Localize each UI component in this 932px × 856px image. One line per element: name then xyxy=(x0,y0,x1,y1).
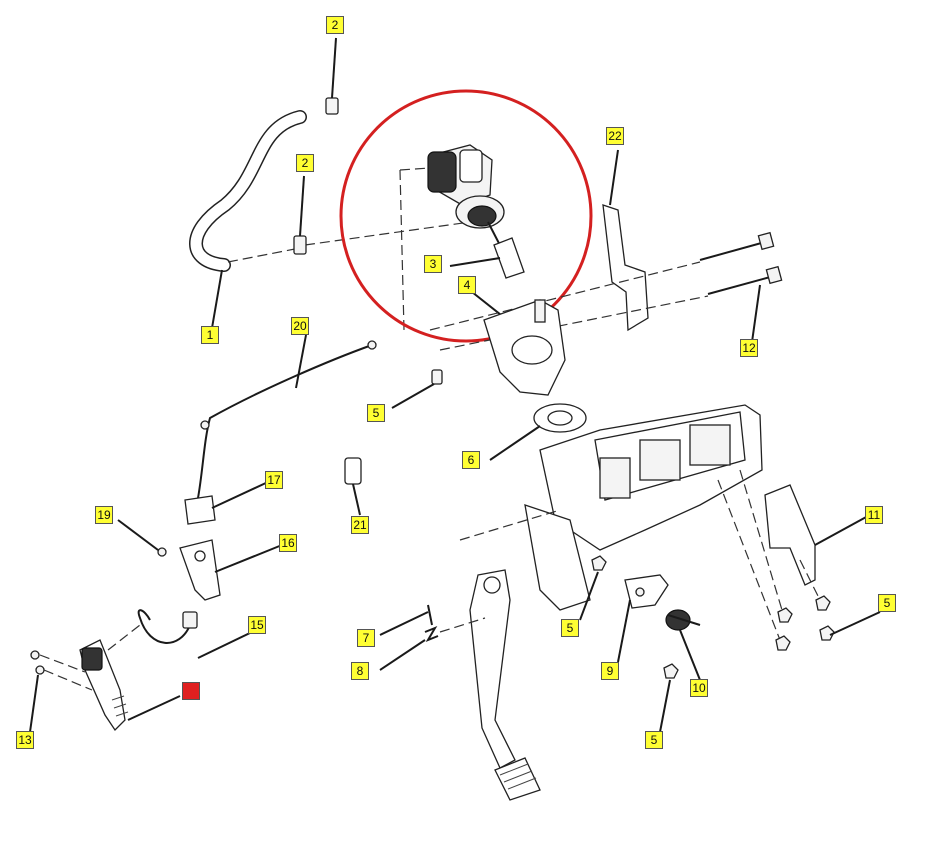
bracket-part-22 xyxy=(602,149,649,332)
nut-part-5-right xyxy=(775,595,881,651)
callout-16: 16 xyxy=(279,534,297,552)
clamp-part-2-lower xyxy=(293,175,307,255)
clip-part-21 xyxy=(344,457,362,516)
clutch-pedal xyxy=(469,569,541,801)
callout-19: 19 xyxy=(95,506,113,524)
callout-2-middle: 2 xyxy=(296,154,314,172)
callout-10: 10 xyxy=(690,679,708,697)
pin-part-7 xyxy=(379,604,433,636)
callout-13: 13 xyxy=(16,731,34,749)
nut-part-5-lower xyxy=(659,663,679,733)
nut-part-5-center xyxy=(579,555,607,621)
fluid-line-part-20 xyxy=(197,334,377,499)
hose-part-1 xyxy=(189,110,471,272)
callout-21: 21 xyxy=(351,516,369,534)
bolt-part-12-lower xyxy=(439,265,783,351)
bolt-part-19 xyxy=(117,519,167,557)
spring-part-10 xyxy=(665,609,701,681)
callout-3: 3 xyxy=(424,255,442,273)
bolt-part-13 xyxy=(29,650,93,733)
callout-9: 9 xyxy=(601,662,619,680)
slave-cylinder-part-14 xyxy=(79,639,181,732)
bolt-part-12-upper xyxy=(429,231,775,331)
callout-14-alert: 14 xyxy=(182,682,200,700)
bracket-part-11 xyxy=(764,484,869,601)
clamp-part-2-upper xyxy=(325,37,339,115)
callout-5-center: 5 xyxy=(561,619,579,637)
callout-11: 11 xyxy=(865,506,883,524)
hydraulic-line-part-15 xyxy=(107,609,253,659)
pedal-box-housing xyxy=(459,404,783,641)
callout-5-lower: 5 xyxy=(645,731,663,749)
callout-5-right: 5 xyxy=(878,594,896,612)
callout-15: 15 xyxy=(248,616,266,634)
callout-2-top: 2 xyxy=(326,16,344,34)
callout-4: 4 xyxy=(458,276,476,294)
callout-17: 17 xyxy=(265,471,283,489)
spring-part-8 xyxy=(379,617,486,671)
master-cylinder-part-3 xyxy=(399,144,525,331)
callout-7: 7 xyxy=(357,629,375,647)
callout-5-upper: 5 xyxy=(367,404,385,422)
callout-22: 22 xyxy=(606,127,624,145)
pedal-bracket-upper xyxy=(483,299,566,396)
callout-20: 20 xyxy=(291,317,309,335)
callout-1: 1 xyxy=(201,326,219,344)
switch-bracket-part-9 xyxy=(617,574,669,663)
washer-part-6 xyxy=(489,403,587,461)
callout-6: 6 xyxy=(462,451,480,469)
callout-12: 12 xyxy=(740,339,758,357)
clip-part-17 xyxy=(184,481,269,525)
clip-part-5-upper xyxy=(391,369,443,409)
callout-8: 8 xyxy=(351,662,369,680)
bracket-part-16 xyxy=(179,539,283,601)
highlight-circle xyxy=(339,89,593,343)
